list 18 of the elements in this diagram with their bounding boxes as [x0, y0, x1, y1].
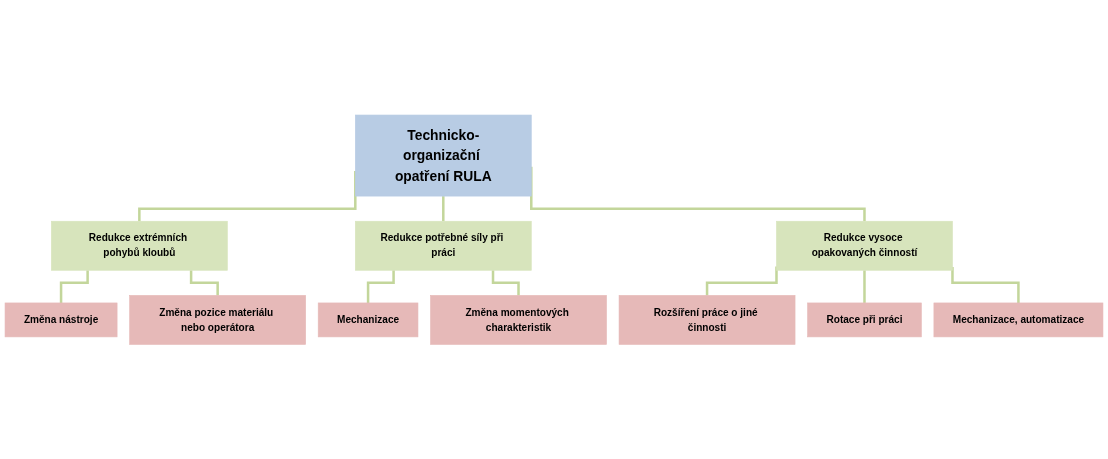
node-box: Změna nástroje	[4, 302, 118, 337]
connector	[863, 270, 866, 304]
node-box: Rotace při práci	[807, 302, 922, 337]
node-box: Redukce potřebné síly při práci	[355, 220, 532, 271]
connector	[366, 270, 395, 304]
node-box: Redukce extrémních pohybů kloubů	[51, 220, 228, 271]
node-box: Mechanizace	[317, 302, 419, 337]
connector	[189, 270, 219, 297]
connector	[491, 270, 520, 297]
node-box: Redukce vysoce opakovaných činností	[776, 220, 953, 271]
node-box: Změna pozice materiálu nebo operátora	[129, 294, 306, 345]
node-box: Technicko-organizační opatření RULA	[355, 114, 532, 197]
connector	[59, 270, 89, 304]
node-box: Mechanizace, automatizace	[933, 302, 1104, 337]
connector	[442, 195, 445, 223]
node-box: Změna momentových charakteristik	[430, 294, 607, 345]
connector	[951, 266, 1020, 304]
node-box: Rozšíření práce o jiné činnosti	[618, 294, 796, 345]
